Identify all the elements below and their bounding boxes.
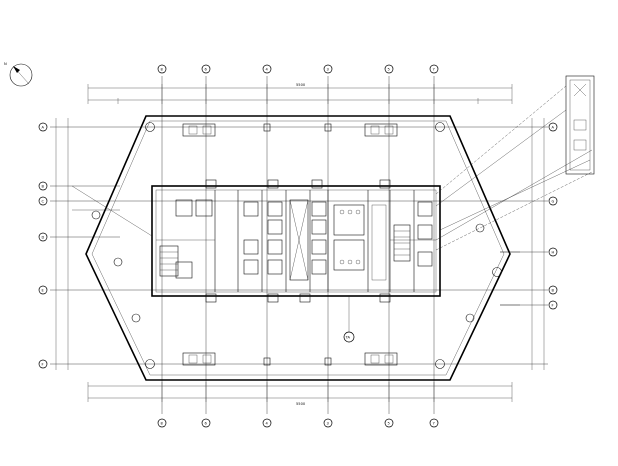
side-dimension-lines [55,118,545,370]
north-arrow: N [4,62,33,87]
bottom-overall-dimension: 5500 [296,402,306,406]
row-axis-label: F [552,303,554,307]
detail-callout [565,75,595,175]
row-grid-lines [50,126,548,365]
col-axis-label: 3 [327,421,329,425]
bottom-dimension-lines: 5500 [87,382,513,406]
column-bubbles-bottom: 8 6 4 3 5 7 [157,418,439,428]
row-axis-label: H [552,250,555,254]
col-axis-label: 6 [205,421,208,425]
top-dimension-lines: 5500 [87,83,513,104]
col-axis-label: 5 [388,67,390,71]
row-axis-label: C [42,199,45,203]
row-axis-label: F [42,362,44,366]
col-axis-label: 8 [161,67,164,71]
column-bays [182,123,398,366]
col-axis-label: 3 [327,67,329,71]
north-label: N [4,62,7,66]
row-axis-label: D [42,235,45,239]
building-core: TA [151,179,441,343]
row-axis-label: B [552,288,555,292]
col-axis-label: 4 [266,67,269,71]
col-axis-label: 5 [388,421,390,425]
top-overall-dimension: 5500 [296,83,306,87]
col-axis-label: 6 [205,67,208,71]
section-marker-label: TA [345,335,351,339]
col-axis-label: 7 [433,421,435,425]
column-grid-lines [161,76,435,414]
col-axis-label: 8 [161,421,164,425]
col-axis-label: 4 [266,421,269,425]
row-axis-label: B [42,184,45,188]
row-axis-label: A [42,125,45,129]
left-annotation-leaders [71,185,520,306]
column-bubbles-top: 8 6 4 3 5 7 [157,64,439,74]
col-axis-label: 7 [433,67,435,71]
row-axis-label: G [552,199,555,203]
row-bubbles-left: A B C D E F [38,122,48,369]
row-axis-label: A [552,125,555,129]
building-outline [85,115,511,381]
row-bubbles-right: A G H B F [548,122,558,310]
detail-leader-lines [435,85,593,251]
row-axis-label: E [42,288,45,292]
